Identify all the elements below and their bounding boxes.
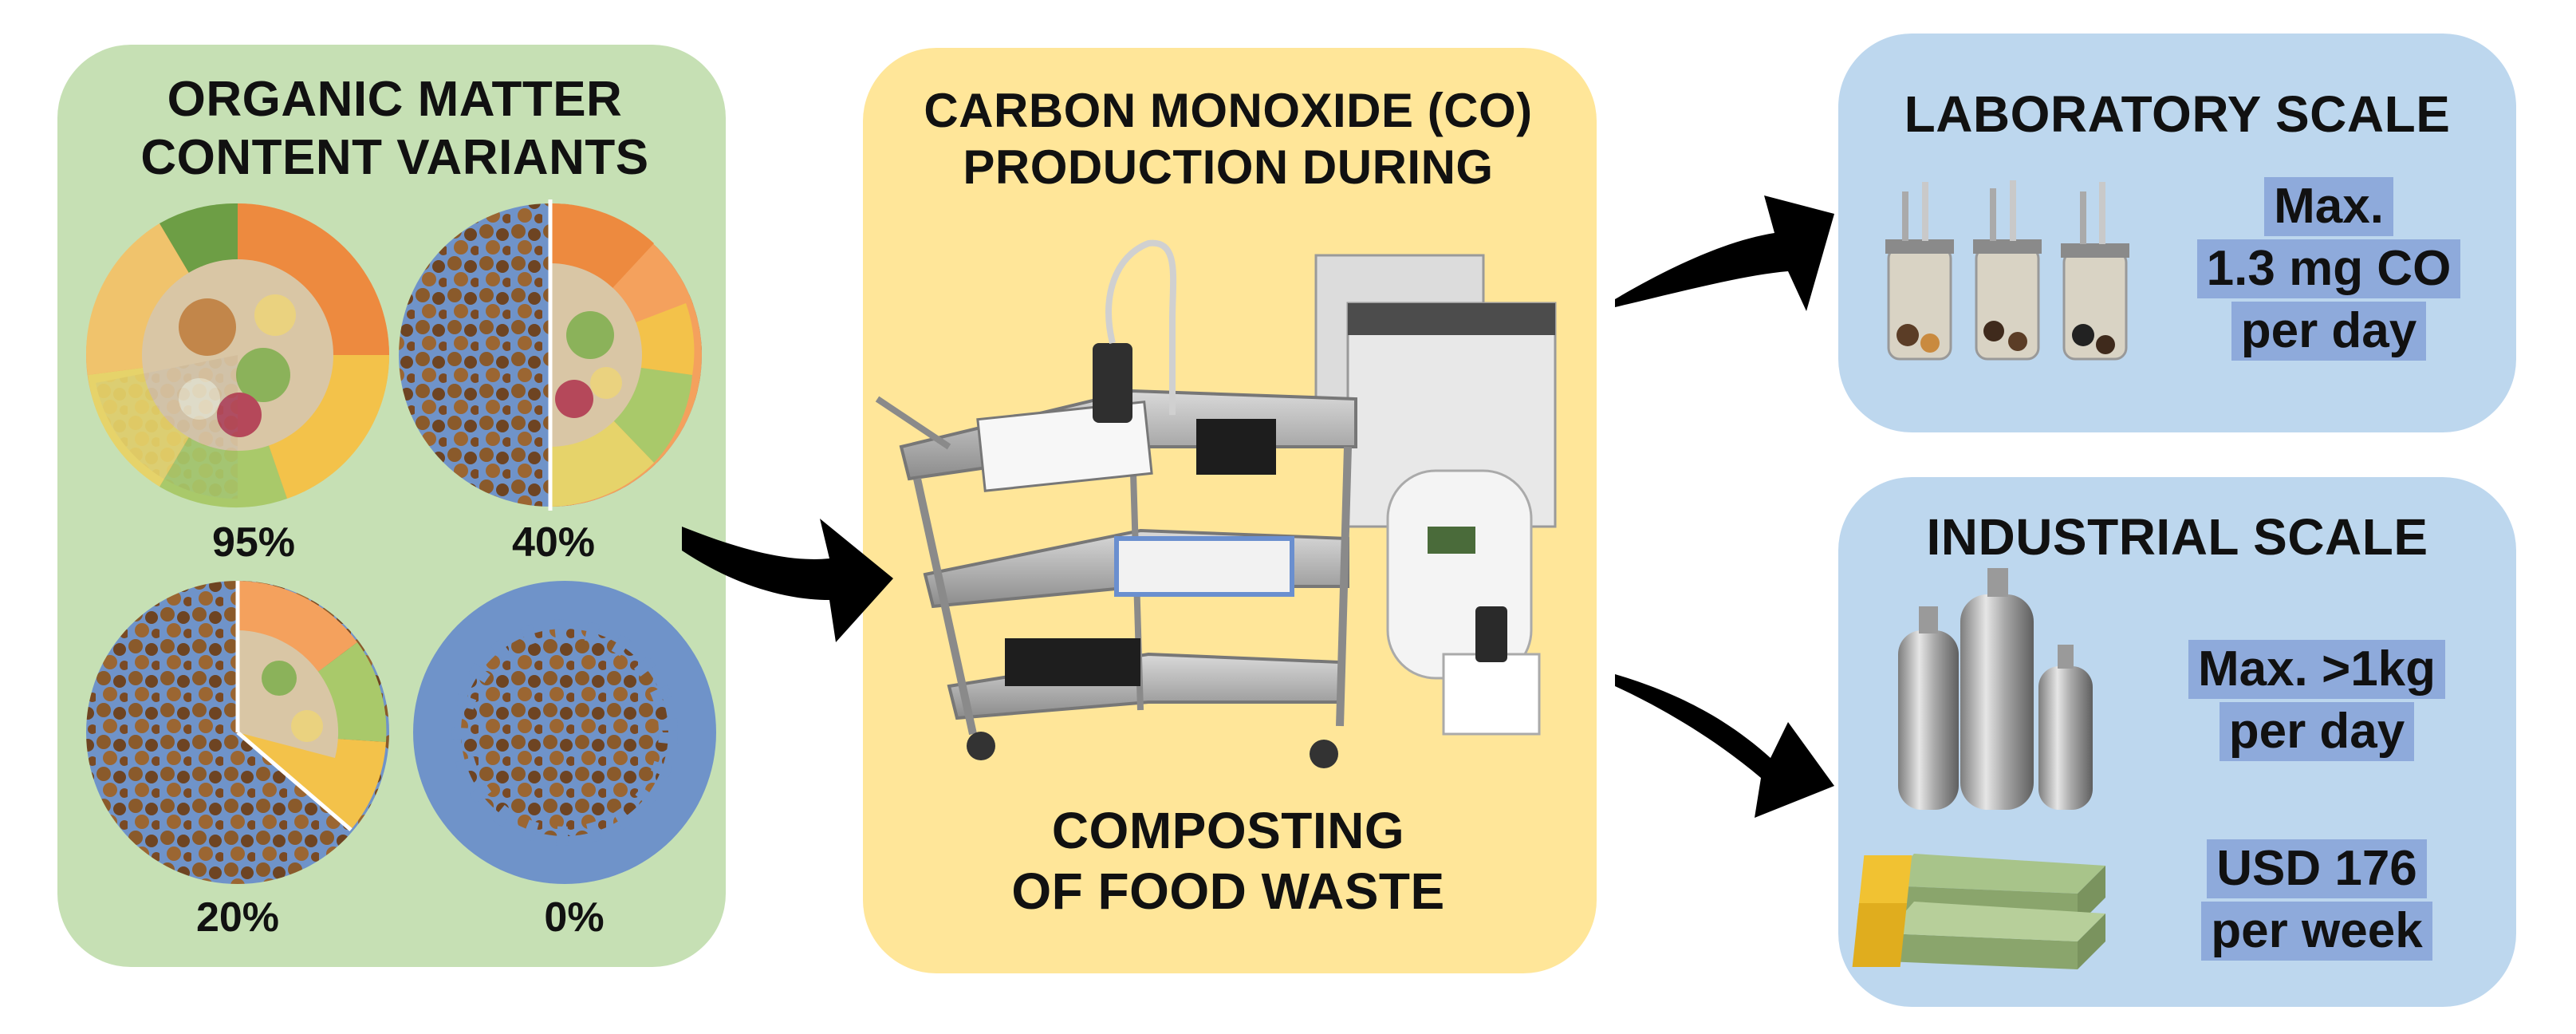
arrow-process-to-industrial	[1615, 674, 1834, 818]
organic-panel-title: ORGANIC MATTER CONTENT VARIANTS	[140, 72, 649, 186]
industrial-production: Max. >1kg per day	[2145, 638, 2488, 763]
industrial-value: USD 176 per week	[2145, 838, 2488, 962]
variant-40-pie	[399, 199, 702, 511]
process-title-bottom: COMPOSTING OF FOOD WASTE	[1011, 802, 1445, 920]
laboratory-title: LABORATORY SCALE	[1904, 85, 2451, 143]
laboratory-result-line: per day	[2231, 302, 2427, 361]
industrial-title: INDUSTRIAL SCALE	[1926, 508, 2428, 566]
industrial-production-line: per day	[2219, 702, 2415, 761]
variant-label-95: 95%	[211, 519, 296, 566]
cart-equipment-icon	[875, 239, 1557, 768]
gas-cylinder-icon	[1898, 568, 2093, 810]
jar-icon	[1885, 180, 2129, 361]
arrow-organic-to-process	[682, 519, 893, 642]
laboratory-scale-panel	[1838, 34, 2516, 432]
money-stack-icon	[1852, 854, 2105, 969]
arrow-process-to-lab	[1615, 195, 1834, 311]
laboratory-result: Max. 1.3 mg CO per day	[2169, 176, 2488, 362]
variant-label-40: 40%	[511, 519, 596, 566]
variant-label-20: 20%	[195, 894, 280, 941]
industrial-production-line: Max. >1kg	[2188, 640, 2446, 699]
variant-95-pie	[86, 203, 390, 508]
laboratory-result-line: 1.3 mg CO	[2196, 239, 2461, 298]
laboratory-result-line: Max.	[2264, 177, 2393, 236]
variant-20-pie	[86, 581, 389, 884]
variant-label-0: 0%	[544, 894, 605, 941]
industrial-value-line: USD 176	[2207, 839, 2427, 898]
industrial-value-line: per week	[2201, 902, 2432, 961]
variant-0-pie	[413, 581, 716, 884]
process-title-top: CARBON MONOXIDE (CO) PRODUCTION DURING	[924, 84, 1533, 194]
